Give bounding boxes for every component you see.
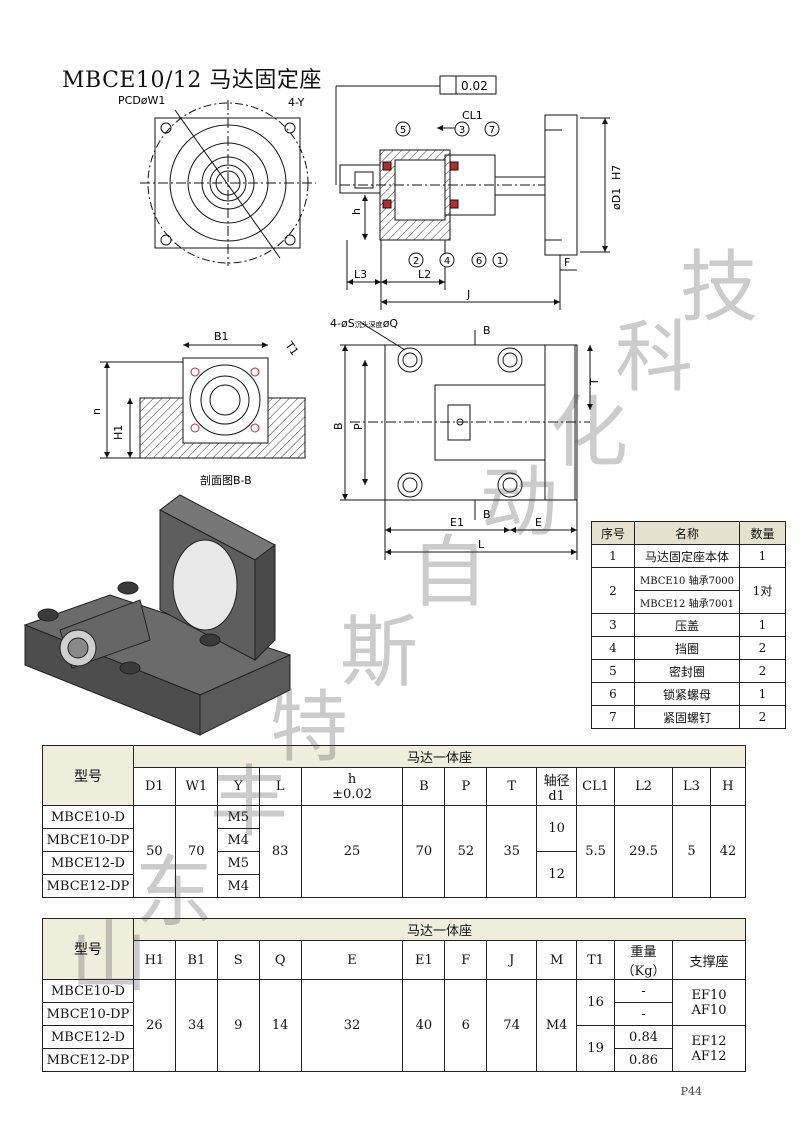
table-row: MBCE10-DP M4 [42, 828, 746, 852]
watermark-char: 化 [550, 388, 629, 478]
l-label: L [478, 538, 485, 551]
balloon-3: 3 [459, 125, 465, 136]
table-row: MBCE12-D M5 12 [42, 851, 746, 898]
parts-row: 3 压盖 1 [591, 613, 786, 637]
part-balloons [395, 121, 508, 268]
parts-table: 序号 名称 数量 1 马达固定座本体 1 2 MBCE10 轴承7000 1对 … [591, 521, 786, 729]
e1-label: E1 [450, 516, 464, 529]
table-row: MBCE10-D 26 34 9 14 32 40 6 74 M4 16 - E… [42, 979, 746, 1072]
watermark-char: 山 [70, 913, 149, 1003]
j-label: J [466, 288, 470, 301]
watermark-char: 自 [410, 528, 489, 618]
t1-model-header: 型号 [42, 745, 134, 806]
h-label: h [350, 208, 363, 215]
top-view [340, 321, 593, 560]
watermark-char: 丰 [210, 758, 289, 848]
balloon-2: 2 [413, 256, 419, 267]
parts-header-no: 序号 [591, 521, 635, 545]
holes-s-label: 4-øS沉头深度øQ [330, 317, 398, 330]
n-label: n [90, 408, 103, 415]
balloon-6: 6 [476, 256, 482, 267]
h7-label: H7 [610, 165, 623, 180]
parts-row: 2 MBCE10 轴承7000 1对 [591, 567, 786, 614]
page-number: P44 [680, 1085, 702, 1098]
balloon-7: 7 [489, 125, 495, 136]
b1-label: B1 [214, 330, 229, 343]
t1-label: T1 [282, 338, 301, 358]
technical-drawing: PCDøW1 4-Y 0.02 CL1 øD1 H [23, 75, 623, 736]
parts-row: MBCE12 轴承7001 [592, 590, 786, 614]
balloon-4: 4 [444, 256, 450, 267]
parts-row: 7 紧固螺钉 2 [591, 705, 786, 729]
d1-label: øD1 [610, 188, 623, 210]
t-dim-label: T [588, 378, 601, 386]
watermark-char: 斯 [340, 608, 419, 698]
page-title: MBCE10/12 马达固定座 [62, 68, 322, 93]
parts-row: 1 马达固定座本体 1 [591, 544, 786, 568]
front-view [140, 100, 316, 266]
p-dim-label: P [352, 423, 365, 430]
spec-table-2: 型号 马达一体座 H1 B1 S Q E E1 F J M T1 重量（Kg） … [42, 918, 747, 1072]
b-section-top: B [483, 324, 491, 337]
l2-label: L2 [418, 268, 431, 281]
t1-group-header: 马达一体座 [132, 745, 747, 768]
parts-header-name: 名称 [634, 521, 740, 545]
h1-label: H1 [112, 425, 125, 440]
watermark-char: 科 [615, 313, 694, 403]
t2-model-header: 型号 [42, 918, 134, 980]
parts-row: 5 密封圈 2 [591, 659, 786, 683]
watermark-char: 技 [680, 243, 759, 333]
parts-row: 6 锁紧螺母 1 [591, 682, 786, 706]
section-caption: 剖面图B-B [200, 473, 252, 487]
holes-y-label: 4-Y [288, 96, 305, 109]
watermark-char: 东 [135, 848, 214, 938]
t2-group-header: 马达一体座 [132, 918, 747, 941]
table-row: MBCE12-DP 0.86 [42, 1048, 746, 1072]
table-row: MBCE12-DP M4 [42, 874, 746, 898]
f-label: F [564, 256, 570, 269]
parts-header-qty: 数量 [739, 521, 786, 545]
cl1-label: CL1 [462, 109, 483, 122]
l3-label: L3 [354, 268, 367, 281]
product-render [23, 494, 292, 736]
balloon-1: 1 [497, 256, 503, 267]
flatness-value: 0.02 [461, 79, 488, 93]
table-row: MBCE10-DP - [42, 1002, 746, 1026]
watermark-char: 动 [480, 458, 559, 548]
parts-row: 4 挡圈 2 [591, 636, 786, 660]
watermark-char: 特 [270, 683, 349, 773]
section-bb-view [100, 342, 306, 459]
b-dim-label: B [332, 422, 345, 430]
pcd-label: PCDøW1 [118, 94, 165, 107]
balloon-5: 5 [400, 125, 406, 136]
side-section-view [335, 75, 610, 310]
table-row: MBCE10-D 50 70 M5 83 25 70 52 35 10 5.5 … [42, 805, 747, 898]
e-label: E [535, 516, 542, 529]
b-section-bottom: B [483, 508, 491, 521]
